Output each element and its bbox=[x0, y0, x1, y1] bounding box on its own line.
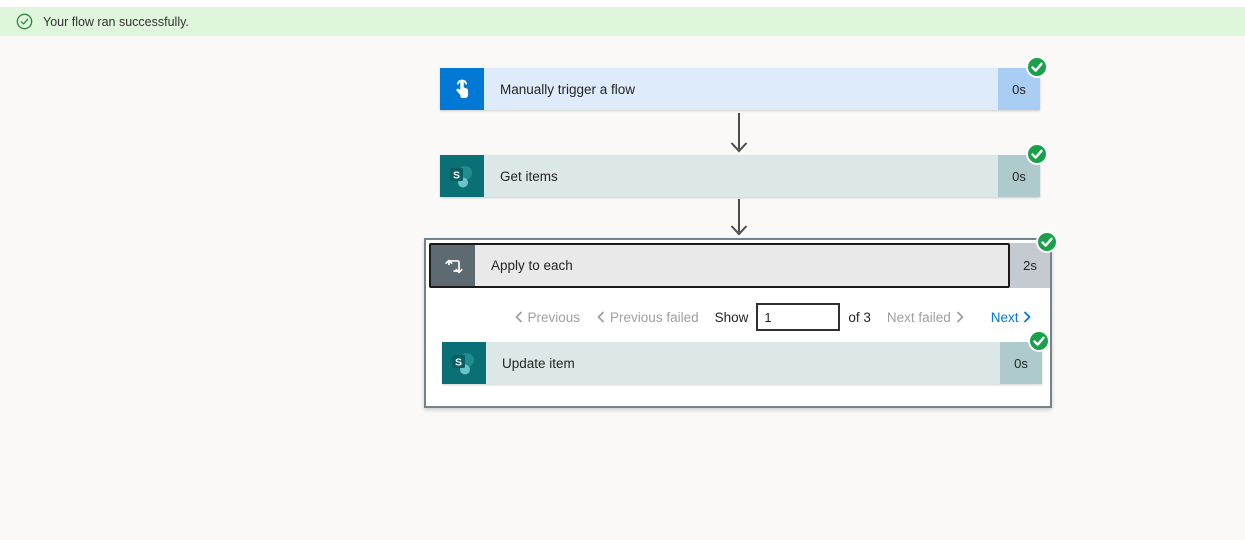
svg-text:S: S bbox=[455, 357, 462, 369]
duration-value: 2s bbox=[1023, 258, 1037, 273]
action-card-update-item[interactable]: S Update item 0s bbox=[442, 332, 1048, 384]
success-banner: Your flow ran successfully. bbox=[0, 7, 1245, 36]
previous-failed-label: Previous failed bbox=[610, 309, 699, 325]
touch-icon bbox=[440, 68, 484, 110]
apply-to-each-header[interactable]: Apply to each bbox=[429, 243, 1010, 288]
next-failed-label: Next failed bbox=[886, 309, 951, 325]
duration-badge: 0s bbox=[1000, 332, 1048, 384]
duration-value: 0s bbox=[1012, 81, 1026, 97]
banner-message: Your flow ran successfully. bbox=[43, 14, 189, 29]
duration-value: 0s bbox=[1012, 168, 1026, 184]
card-title-area: Manually trigger a flow bbox=[484, 68, 998, 110]
connector-arrow bbox=[730, 113, 748, 153]
apply-to-each-scope: Apply to each 2s Previous Previous faile… bbox=[424, 233, 1056, 408]
success-check-icon bbox=[1030, 332, 1048, 350]
success-check-icon bbox=[1028, 145, 1046, 163]
show-page-group: Show of 3 bbox=[715, 303, 871, 331]
sharepoint-icon: S bbox=[440, 155, 484, 197]
previous-label: Previous bbox=[527, 309, 581, 325]
show-label: Show bbox=[714, 309, 749, 325]
previous-failed-button[interactable]: Previous failed bbox=[596, 310, 699, 325]
check-circle-icon bbox=[16, 13, 33, 30]
apply-to-each-header-row: Apply to each 2s bbox=[429, 233, 1056, 288]
svg-text:S: S bbox=[453, 170, 460, 182]
card-title: Get items bbox=[500, 168, 558, 184]
success-check-icon bbox=[1028, 58, 1046, 76]
next-label: Next bbox=[990, 309, 1019, 325]
of-total-label: of 3 bbox=[848, 309, 871, 325]
duration-badge: 0s bbox=[998, 145, 1046, 197]
connector-arrow bbox=[730, 199, 748, 236]
action-card-get-items[interactable]: S Get items 0s bbox=[440, 145, 1046, 197]
loop-icon bbox=[431, 245, 475, 286]
success-check-icon bbox=[1038, 233, 1056, 251]
trigger-card-manually-trigger-a-flow[interactable]: Manually trigger a flow 0s bbox=[440, 58, 1046, 110]
card-title-area: Get items bbox=[484, 155, 998, 197]
duration-badge: 2s bbox=[1010, 233, 1056, 288]
page-number-input[interactable] bbox=[756, 303, 841, 331]
next-button[interactable]: Next bbox=[991, 310, 1033, 325]
chevron-right-icon bbox=[956, 311, 965, 323]
chevron-left-icon bbox=[514, 311, 523, 323]
previous-button[interactable]: Previous bbox=[514, 309, 581, 325]
card-title: Manually trigger a flow bbox=[500, 81, 636, 97]
chevron-right-icon bbox=[1023, 311, 1032, 323]
loop-title: Apply to each bbox=[491, 258, 573, 273]
duration-badge: 0s bbox=[998, 58, 1046, 110]
sharepoint-icon: S bbox=[442, 342, 486, 384]
card-title: Update item bbox=[502, 355, 575, 371]
next-failed-button[interactable]: Next failed bbox=[887, 310, 965, 325]
chevron-left-icon bbox=[596, 311, 605, 323]
duration-value: 0s bbox=[1014, 355, 1028, 371]
card-title-area: Update item bbox=[486, 342, 1000, 384]
loop-iteration-pagination: Previous Previous failed Show of 3 Next … bbox=[426, 302, 1050, 332]
